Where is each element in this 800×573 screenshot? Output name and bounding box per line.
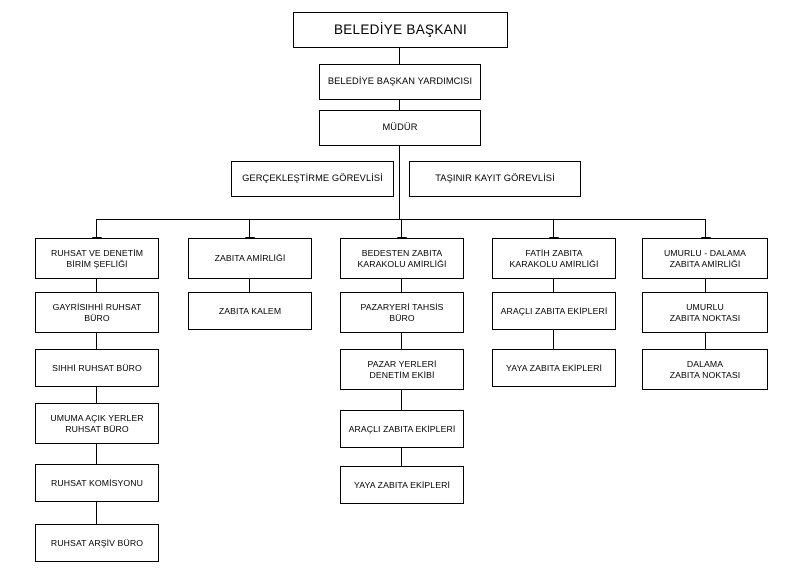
connector-col-5-0	[705, 279, 707, 292]
connector-director-to-bus	[399, 146, 401, 219]
node-col-3-item-2: PAZAR YERLERİ DENETİM EKİBİ	[340, 349, 464, 390]
connector-col-3-3	[401, 448, 403, 466]
node-tasinir-kayit-gorevlisi: TAŞINIR KAYIT GÖREVLİSİ	[409, 161, 581, 197]
node-belediye-baskan-yardimcisi: BELEDİYE BAŞKAN YARDIMCISI	[319, 64, 481, 100]
node-col-2-head: ZABITA AMİRLİĞİ	[188, 238, 312, 279]
node-belediye-baskani: BELEDİYE BAŞKANI	[293, 12, 508, 48]
connector-col-2-0	[249, 279, 251, 292]
node-col-5-item-2: DALAMA ZABITA NOKTASI	[642, 349, 768, 390]
node-col-1-item-3: UMUMA AÇIK YERLER RUHSAT BÜRO	[35, 403, 159, 444]
drop-line-col-5	[705, 219, 707, 239]
node-col-1-item-1: GAYRİSIHHİ RUHSAT BÜRO	[35, 292, 159, 333]
node-col-3-item-1: PAZARYERİ TAHSİS BÜRO	[340, 292, 464, 333]
drop-line-col-4	[553, 219, 555, 239]
connector-col-3-1	[401, 333, 403, 349]
connector-col-5-1	[705, 333, 707, 349]
connector-root-to-deputy	[399, 48, 401, 64]
node-col-2-item-1: ZABITA KALEM	[188, 292, 312, 330]
connector-col-1-3	[96, 444, 98, 464]
node-gerceklestirme-gorevlisi: GERÇEKLEŞTİRME GÖREVLİSİ	[231, 161, 394, 197]
node-col-4-item-1: ARAÇLI ZABITA EKİPLERİ	[492, 292, 616, 330]
node-col-4-head: FATİH ZABITA KARAKOLU AMİRLİĞİ	[492, 238, 616, 279]
connector-col-1-1	[96, 333, 98, 349]
connector-col-4-0	[553, 279, 555, 292]
node-col-1-item-2: SIHHİ RUHSAT BÜRO	[35, 349, 159, 387]
node-col-3-item-4: YAYA ZABITA EKİPLERİ	[340, 466, 464, 504]
node-col-3-item-3: ARAÇLI ZABITA EKİPLERİ	[340, 410, 464, 448]
connector-col-1-4	[96, 502, 98, 524]
connector-col-1-0	[96, 279, 98, 292]
node-mudur: MÜDÜR	[319, 110, 481, 146]
node-col-5-head: UMURLU - DALAMA ZABITA AMİRLİĞİ	[642, 238, 768, 279]
node-col-5-item-1: UMURLU ZABITA NOKTASI	[642, 292, 768, 333]
drop-line-col-1	[96, 219, 98, 239]
node-col-4-item-2: YAYA ZABITA EKİPLERİ	[492, 349, 616, 387]
connector-col-3-0	[401, 279, 403, 292]
node-col-3-head: BEDESTEN ZABITA KARAKOLU AMİRLİĞİ	[340, 238, 464, 279]
node-col-1-item-5: RUHSAT ARŞİV BÜRO	[35, 524, 159, 562]
node-col-1-item-4: RUHSAT KOMİSYONU	[35, 464, 159, 502]
node-col-1-head: RUHSAT VE DENETİM BİRİM ŞEFLİĞİ	[35, 238, 159, 279]
connector-col-1-2	[96, 387, 98, 403]
connector-col-3-2	[401, 390, 403, 410]
drop-line-col-2	[249, 219, 251, 239]
connector-col-4-1	[553, 330, 555, 349]
connector-deputy-to-director	[399, 100, 401, 110]
drop-line-col-3	[401, 219, 403, 239]
